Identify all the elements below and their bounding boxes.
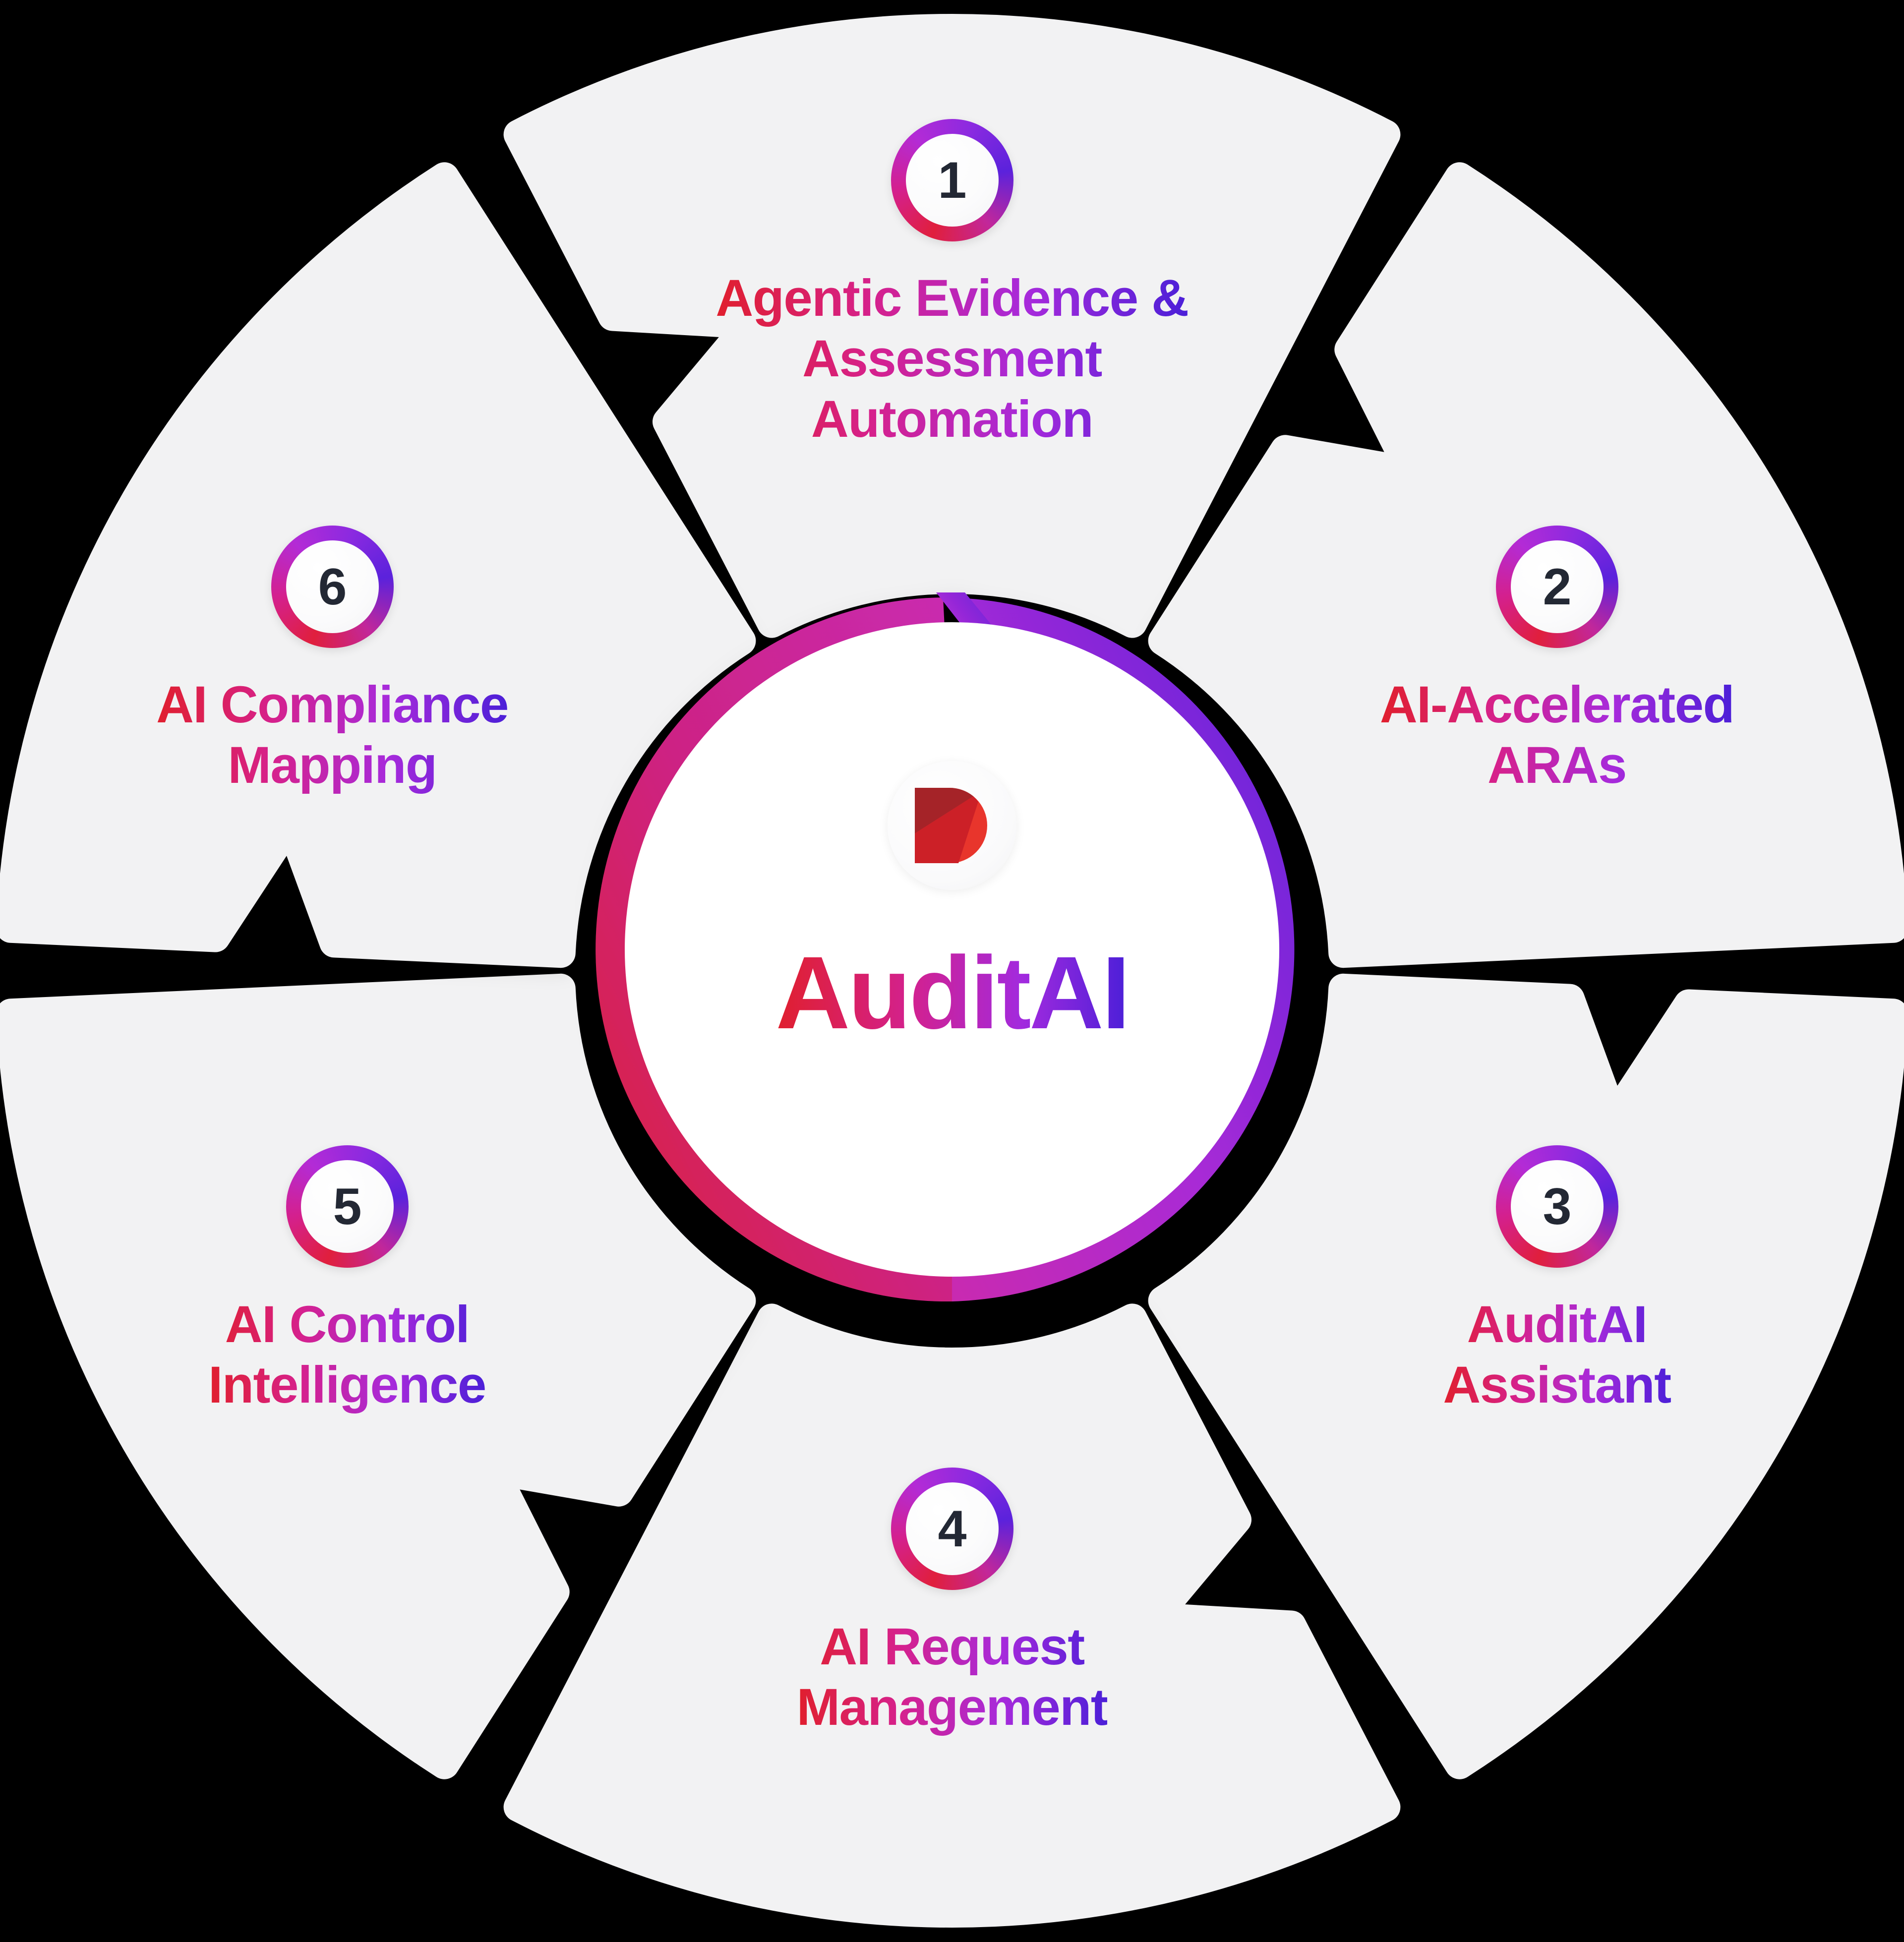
segment-4[interactable]: 4 AI Request Management [630,1468,1274,1738]
segment-2-number: 2 [1543,558,1572,616]
center-hub: AuditAI [575,573,1329,1326]
segment-6-number: 6 [318,558,347,616]
wedge-4[interactable] [503,1303,1401,1928]
segment-2-label: AI-Accelerated ARAs [1380,675,1735,796]
segment-1[interactable]: 1 Agentic Evidence & Assessment Automati… [630,119,1274,449]
segment-6[interactable]: 6 AI Compliance Mapping [60,526,605,796]
segment-4-label: AI Request Management [797,1617,1108,1738]
segment-2[interactable]: 2 AI-Accelerated ARAs [1299,526,1815,796]
segment-1-number: 1 [938,151,967,209]
segment-5-number: 5 [333,1177,362,1236]
logo-d-glyph [915,788,987,863]
segment-3-number-badge[interactable]: 3 [1495,1145,1618,1268]
wedge-3[interactable] [1148,973,1904,1779]
hub-title: AuditAI [775,936,1130,1051]
segment-3-label: AuditAI Assistant [1443,1295,1671,1415]
segment-2-number-badge[interactable]: 2 [1495,526,1618,648]
segment-1-label: Agentic Evidence & Assessment Automation [715,268,1189,449]
segment-1-number-badge[interactable]: 1 [891,119,1013,241]
segment-4-number-badge[interactable]: 4 [891,1468,1013,1590]
wheel-wedges [0,14,1904,1928]
wedge-1[interactable] [503,14,1401,638]
hub-content: AuditAI [625,622,1279,1277]
segment-5-label: AI Control Intelligence [208,1295,486,1415]
wedge-5[interactable] [0,973,756,1779]
segment-3-number: 3 [1543,1177,1572,1236]
segment-5-number-badge[interactable]: 5 [286,1145,409,1268]
segment-6-label: AI Compliance Mapping [156,675,509,796]
segment-3[interactable]: 3 AuditAI Assistant [1299,1145,1815,1415]
segment-6-number-badge[interactable]: 6 [271,526,394,648]
segment-5[interactable]: 5 AI Control Intelligence [89,1145,605,1415]
auditboard-d-logo-icon [888,761,1016,890]
segment-4-number: 4 [938,1500,967,1558]
